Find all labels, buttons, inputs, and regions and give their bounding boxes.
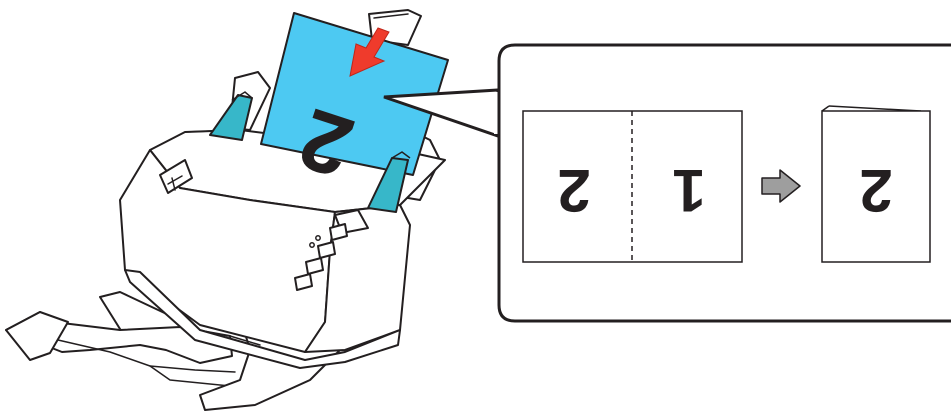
folded-result-number: 2 <box>859 157 892 224</box>
arrow-right-icon <box>762 170 800 202</box>
folded-half-left-number: 2 <box>557 157 590 224</box>
folded-result-sheet: 2 <box>822 106 930 262</box>
folded-sheet-diagram: 2 1 <box>523 111 742 262</box>
folded-half-right-number: 1 <box>672 157 705 224</box>
